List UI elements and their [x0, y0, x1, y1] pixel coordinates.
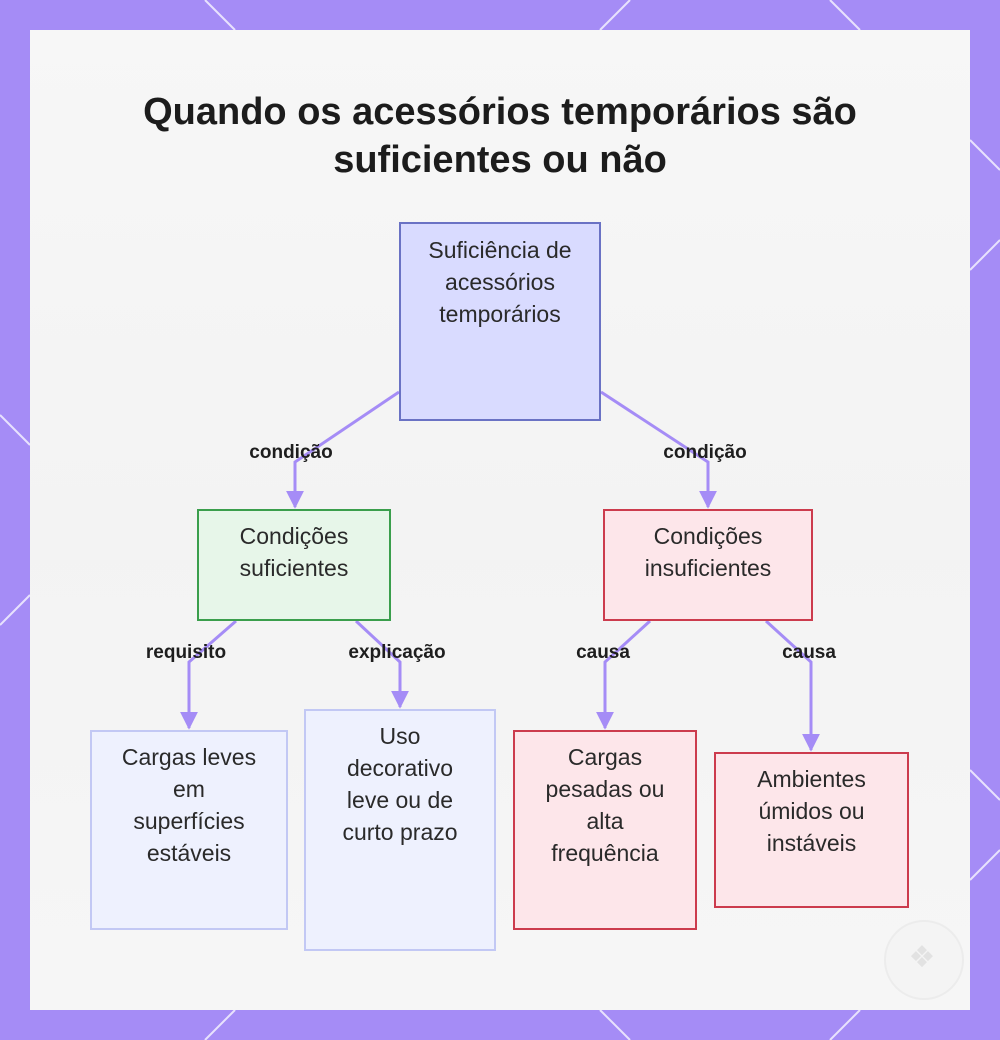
- node-insufficient-label: Condições insuficientes: [644, 523, 772, 581]
- edge-label-condition-left: condição: [249, 442, 333, 463]
- edge-sufficient-to-decorative: [354, 619, 409, 709]
- node-heavy-loads-label: Cargas pesadas ou alta frequência: [545, 744, 665, 866]
- title-line-1: Quando os acessórios temporários são: [143, 91, 857, 133]
- edge-label-cause-right: causa: [782, 642, 836, 663]
- node-light-loads: Cargas leves em superfícies estáveis: [90, 730, 288, 930]
- node-insufficient-conditions: Condições insuficientes: [603, 509, 813, 621]
- edge-root-to-insufficient: [600, 390, 717, 509]
- edge-label-cause-left: causa: [576, 642, 630, 663]
- edge-sufficient-to-light-loads: [180, 619, 237, 730]
- edge-label-requirement: requisito: [145, 642, 227, 663]
- edge-insufficient-to-heavy: [596, 619, 652, 730]
- node-decorative-use-label: Uso decorativo leve ou de curto prazo: [342, 723, 458, 845]
- node-root-sufficiency: Suficiência de acessórios temporários: [399, 222, 601, 421]
- node-humid-environments: Ambientes úmidos ou instáveis: [714, 752, 909, 908]
- edge-root-to-sufficient: [286, 390, 400, 509]
- node-sufficient-conditions: Condições suficientes: [197, 509, 391, 621]
- title-line-2: suficientes ou não: [333, 139, 667, 181]
- node-root-label: Suficiência de acessórios temporários: [428, 237, 572, 327]
- edge-label-explanation: explicação: [348, 642, 446, 663]
- page-title: Quando os acessórios temporários são suf…: [30, 88, 970, 184]
- node-heavy-loads: Cargas pesadas ou alta frequência: [513, 730, 697, 930]
- node-sufficient-label: Condições suficientes: [239, 523, 349, 581]
- node-light-loads-label: Cargas leves em superfícies estáveis: [121, 744, 257, 866]
- edge-label-condition-right: condição: [663, 442, 747, 463]
- edge-insufficient-to-humid: [764, 619, 820, 752]
- node-humid-environments-label: Ambientes úmidos ou instáveis: [757, 766, 866, 856]
- brand-logo-glyph-icon: ❖: [908, 941, 936, 974]
- node-decorative-use: Uso decorativo leve ou de curto prazo: [304, 709, 496, 951]
- brand-logo-icon: [884, 920, 964, 1000]
